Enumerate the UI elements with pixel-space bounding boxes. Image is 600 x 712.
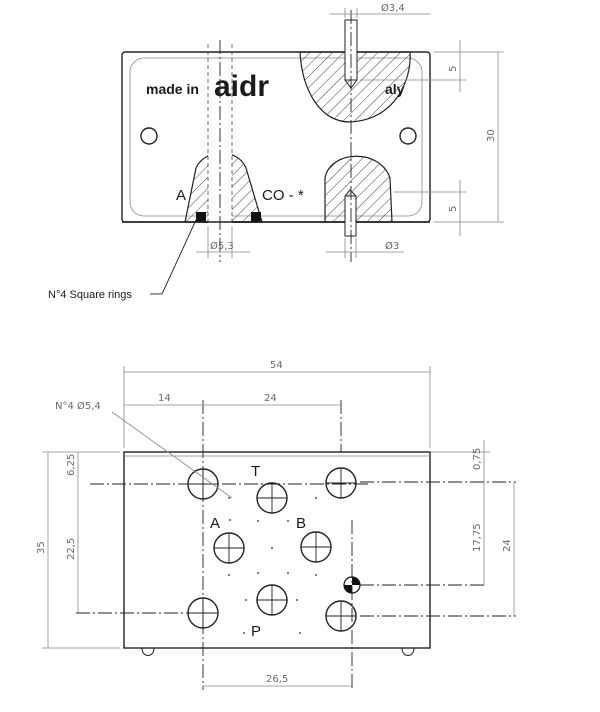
mounting-hole-right bbox=[399, 127, 417, 145]
port-label-p: P bbox=[251, 623, 261, 640]
centroid-symbol bbox=[343, 576, 361, 594]
foot-left bbox=[141, 647, 155, 656]
port-label-b: B bbox=[296, 515, 306, 532]
marking-brand-logo: aidr bbox=[214, 70, 269, 103]
mounting-hole-left bbox=[140, 127, 158, 145]
port-holes bbox=[187, 467, 357, 632]
section-cut-bottom-right bbox=[324, 155, 393, 223]
foot-right bbox=[401, 647, 415, 656]
dim-height-bottom: 35 bbox=[36, 541, 47, 554]
dim-bottom: 26,5 bbox=[266, 674, 288, 685]
drilled-hole-bottom bbox=[344, 195, 357, 237]
marking-made-in: made in bbox=[146, 81, 199, 97]
square-ring-right bbox=[251, 212, 261, 222]
callout-square-rings: N°4 Square rings bbox=[48, 289, 132, 301]
plate-outline bbox=[123, 451, 431, 649]
dim-right-top: 0,75 bbox=[472, 448, 483, 470]
dim-right-mid: 17,75 bbox=[472, 523, 483, 552]
dim-spacing-x: 24 bbox=[264, 393, 277, 404]
square-ring-left bbox=[196, 212, 206, 222]
grid-dots bbox=[228, 497, 317, 634]
dim-hole-top: Ø3,4 bbox=[381, 2, 405, 14]
port-label-t: T bbox=[251, 463, 260, 480]
marking-code-left: A bbox=[176, 187, 186, 204]
port-label-a: A bbox=[210, 515, 220, 532]
dim-ring-bore: Ø5,3 bbox=[210, 240, 234, 252]
section-cut-top-right bbox=[299, 51, 411, 123]
dim-top-depth: 5 bbox=[448, 66, 459, 72]
dim-width: 54 bbox=[270, 360, 283, 371]
dim-offset-y: 6,25 bbox=[66, 454, 77, 476]
dim-spacing-y: 22,5 bbox=[66, 538, 77, 560]
dim-right-total: 24 bbox=[502, 539, 513, 552]
dim-height-top: 30 bbox=[486, 129, 497, 142]
callout-holes: N°4 Ø5,4 bbox=[55, 400, 101, 412]
dim-bottom-hole: Ø3 bbox=[385, 240, 399, 252]
dim-offset-x: 14 bbox=[158, 393, 171, 404]
top-view: made in aidr aly A CO - * Ø3,4 30 bbox=[48, 2, 504, 301]
dim-bottom-depth: 5 bbox=[448, 206, 459, 212]
bottom-view: T A B P 54 14 24 N°4 Ø5,4 35 6,25 22,5 0… bbox=[36, 360, 516, 690]
block-face bbox=[129, 57, 423, 217]
marking-code-right: CO - * bbox=[262, 187, 304, 204]
